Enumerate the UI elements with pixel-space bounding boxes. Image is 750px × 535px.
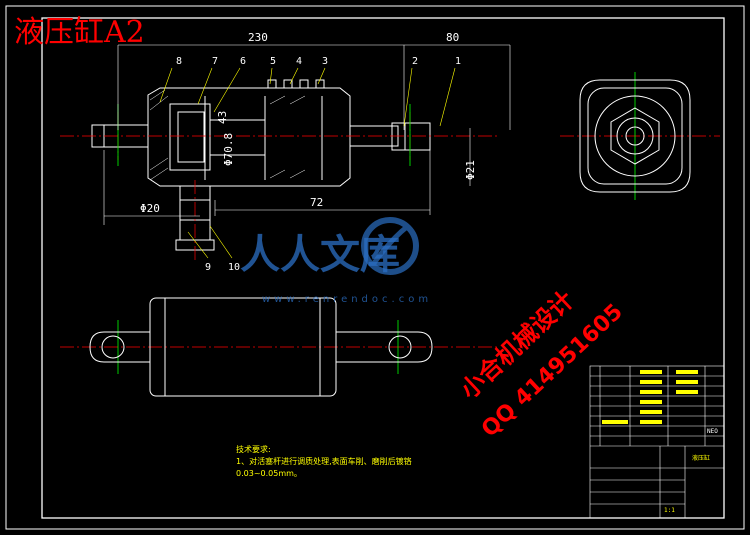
dim-72: 72	[310, 196, 323, 209]
technical-notes: 技术要求: 1、对活塞杆进行调质处理,表面车削、磨削后镀铬 0.03~0.05m…	[236, 444, 412, 478]
balloon-leaders	[159, 67, 456, 259]
balloon-5: 5	[270, 56, 276, 67]
dim-230: 230	[248, 31, 268, 44]
inner-frame	[41, 17, 725, 519]
cylinder-body	[147, 87, 351, 187]
top-view	[89, 297, 433, 397]
top-view-right-eye	[336, 331, 433, 363]
title-block-text: NEO 液压缸 1:1	[602, 370, 718, 514]
section-view	[91, 79, 431, 251]
outer-border	[5, 5, 745, 530]
watermark-url: www.renrendoc.com	[262, 294, 432, 305]
notes-line2: 0.03~0.05mm。	[236, 469, 302, 478]
balloon-9: 9	[205, 262, 211, 273]
balloon-1: 1	[455, 56, 461, 67]
dim-43: 43	[216, 111, 229, 124]
right-rod-end	[391, 122, 431, 151]
title-block-scale: 1:1	[664, 507, 675, 514]
top-view-left-eye	[89, 331, 150, 363]
dim-phi70: Φ70.8	[222, 133, 235, 166]
dim-phi20: Φ20	[140, 202, 160, 215]
balloon-7: 7	[212, 56, 218, 67]
notes-line1: 1、对活塞杆进行调质处理,表面车削、磨削后镀铬	[236, 456, 412, 466]
title-block-label: 液压缸	[692, 454, 710, 462]
crosshairs	[117, 72, 636, 374]
dim-phi21: Φ21	[464, 160, 477, 180]
top-view-body	[149, 297, 337, 397]
balloon-8: 8	[176, 56, 182, 67]
balloon-6: 6	[240, 56, 246, 67]
balloon-2: 2	[412, 56, 418, 67]
title-block	[589, 365, 725, 519]
drawing-title: 液压缸A2	[14, 15, 145, 50]
watermark-logo	[361, 217, 419, 275]
watermark-brand: 人人文库	[240, 232, 400, 278]
end-view	[579, 79, 691, 193]
balloon-4: 4	[296, 56, 302, 67]
notes-heading: 技术要求:	[236, 444, 271, 454]
balloon-labels: 8 7 6 5 4 3 2 1 9 10	[176, 56, 461, 273]
balloon-10: 10	[228, 262, 240, 273]
title-block-note: NEO	[707, 428, 718, 435]
dimension-lines	[103, 44, 511, 225]
dim-80: 80	[446, 31, 459, 44]
dimension-texts: 230 80 72 Φ20 Φ21 Φ70.8 43	[140, 31, 477, 215]
end-view-outline	[579, 79, 691, 193]
hatching	[149, 89, 306, 181]
balloon-3: 3	[322, 56, 328, 67]
